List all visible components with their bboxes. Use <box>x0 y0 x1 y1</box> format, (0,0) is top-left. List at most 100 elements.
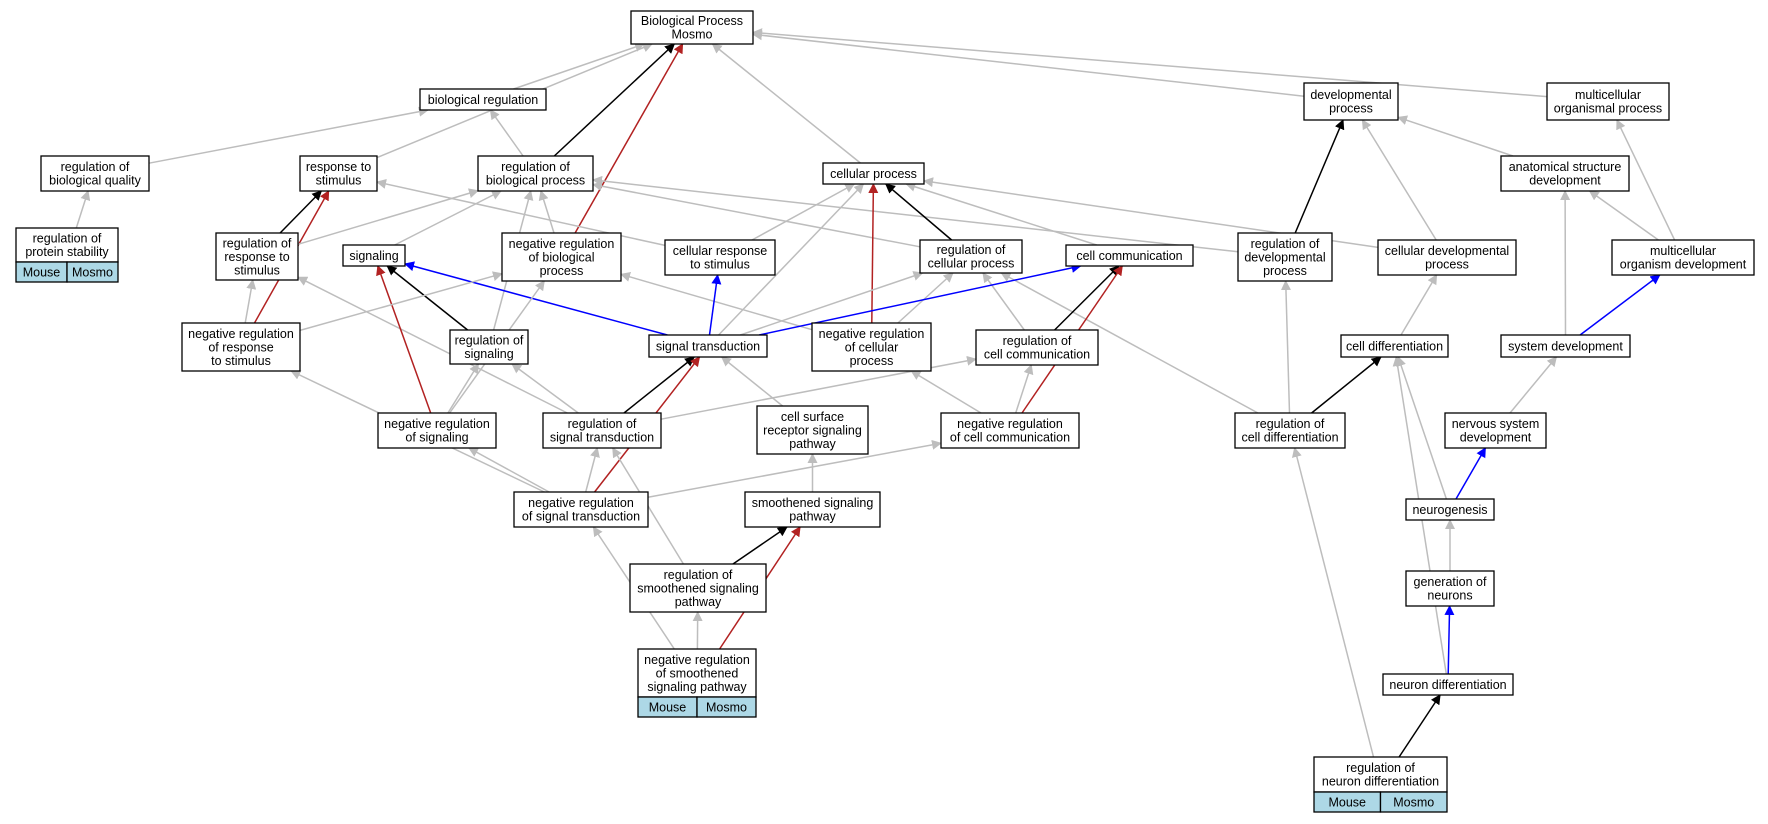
node-signaling[interactable]: signaling <box>342 244 406 267</box>
node-label-line: smoothened signaling <box>637 581 759 595</box>
node-label-line: negative regulation <box>644 653 750 667</box>
edges-layer <box>75 28 1676 758</box>
node-label-line: neurogenesis <box>1412 503 1487 517</box>
edge-celldevproc-to-devproc <box>1361 119 1437 241</box>
node-label-line: neuron differentiation <box>1389 678 1506 692</box>
edge-negregbio-to-regbioproc <box>538 190 555 234</box>
edge-line <box>1579 274 1661 336</box>
edge-line <box>592 175 1239 253</box>
node-label-line: regulation of <box>1256 417 1325 431</box>
node-box <box>377 412 497 449</box>
edge-multdev-to-multproc <box>1616 119 1676 241</box>
edge-devproc-to-bp <box>752 30 1305 97</box>
node-cellproc[interactable]: cellular process <box>822 162 925 185</box>
node-box <box>1500 155 1630 192</box>
edge-line <box>244 279 257 324</box>
node-label-line: pathway <box>789 510 836 524</box>
node-label-line: process <box>1263 264 1307 278</box>
edge-line <box>1280 280 1291 414</box>
node-box <box>756 405 869 455</box>
edge-line <box>720 356 784 407</box>
edge-regdev-to-devproc <box>1294 119 1345 234</box>
node-neurogen[interactable]: neurogenesis <box>1405 498 1495 521</box>
edge-line <box>75 190 91 229</box>
node-box <box>940 412 1080 449</box>
edge-negregbio-to-bp <box>574 43 684 234</box>
edge-line <box>1294 119 1345 234</box>
node-box <box>299 155 378 192</box>
node-sysdev[interactable]: system development <box>1500 334 1631 358</box>
edge-negregcellcomm-to-regcellcomm <box>1014 364 1034 414</box>
badge-label: Mouse <box>649 700 687 714</box>
edge-line <box>623 356 695 414</box>
badge-label: Mosmo <box>706 700 747 714</box>
node-box <box>811 322 932 372</box>
node-label-line: pathway <box>675 595 722 609</box>
node-box <box>630 10 754 45</box>
node-sigtrans[interactable]: signal transduction <box>648 334 768 358</box>
node-label-line: development <box>1460 431 1532 445</box>
node-label-line: cell differentiation <box>1346 339 1443 353</box>
node-box <box>1237 232 1333 282</box>
node-label-line: signaling <box>349 249 398 263</box>
node-label-line: regulation of <box>61 160 130 174</box>
node-box <box>1444 412 1547 449</box>
edge-regcelldiff-to-regcellproc <box>1000 272 1259 414</box>
node-label-line: process <box>1425 258 1469 272</box>
badge-label: Mouse <box>1328 795 1366 809</box>
node-label-line: response to <box>306 160 371 174</box>
node-celldiff[interactable]: cell differentiation <box>1340 334 1449 358</box>
node-label-line: regulation of <box>33 232 102 246</box>
edge-cellcomm-to-cellproc <box>905 181 1097 246</box>
badge-mosmo <box>696 696 757 718</box>
edge-line <box>1398 694 1441 758</box>
node-box <box>477 155 594 192</box>
node-box <box>1234 412 1346 449</box>
edge-line <box>1616 119 1676 241</box>
edge-regcellproc-to-regbioproc <box>592 181 921 248</box>
node-bioreg[interactable]: biological regulation <box>419 88 547 111</box>
edge-negregcell-to-regcellproc <box>897 272 954 324</box>
edge-regcelldiff-to-celldiff <box>1311 356 1382 414</box>
node-label-line: developmental <box>1244 250 1325 264</box>
node-label-line: negative regulation <box>819 327 925 341</box>
node-cellcomm[interactable]: cell communication <box>1065 244 1194 267</box>
edge-neurdiff-to-genneur <box>1444 605 1455 675</box>
node-neurdiff[interactable]: neuron differentiation <box>1382 673 1514 696</box>
node-label-line: stimulus <box>234 263 280 277</box>
edge-line <box>752 30 1305 97</box>
